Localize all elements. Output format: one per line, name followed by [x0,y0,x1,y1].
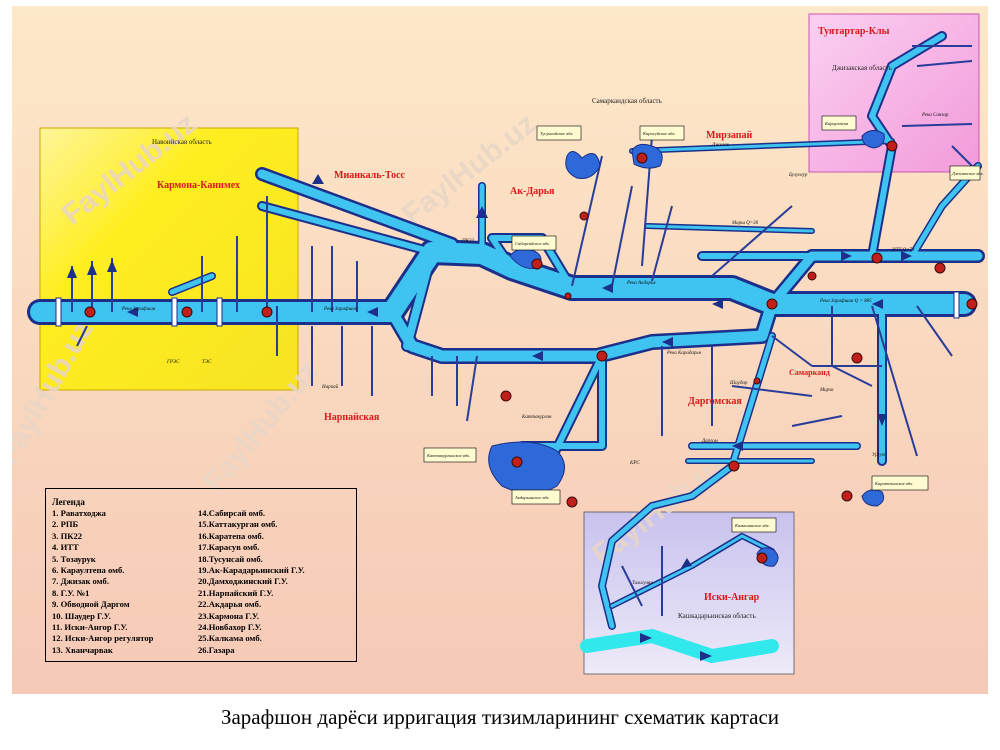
label-kattakurgan: Каттакурган [521,415,552,420]
legend-item: 11. Иски-Ангор Г.У. [52,621,128,632]
legend-item: 6. Караултепа омб. [52,564,125,575]
legend-title: Легенда [52,497,85,507]
legend-item: 21.Нарпайский Г.У. [198,587,274,598]
navoi-area [39,127,299,391]
legend-item: 2. РПБ [52,519,79,530]
label-dargom-canal: Даргом [701,439,718,444]
label-shaudar: Шаудар [729,381,748,386]
label-jizzakh-canal: Джизак [711,143,730,148]
label-reka-sanzar: Река Санзар [921,113,949,118]
reservoir-callouts: Тусунсайское вдх. Карасуйское вдх. Сабир… [423,115,984,533]
reservoirs [488,130,885,567]
label-mars: Марш Q=30 [731,221,759,226]
legend-item: 8. Г.У. №1 [52,587,90,598]
region-jizzakh-oblast: Джизакская область [832,64,892,72]
legend-column-right: 14.Сабирсай омб. 15.Каттакурган омб. 16.… [198,508,348,656]
label-urgut: Ургут [872,453,886,458]
callout-tusunsay: Тусунсайское вдх. [540,131,574,136]
legend-item: 25.Калкама омб. [198,633,262,644]
legend-item: 14.Сабирсай омб. [198,508,266,518]
legend-item: 15.Каттакурган омб. [198,519,278,530]
label-gres: ГРЭС [166,360,180,365]
label-tps: ТЭС [202,360,212,365]
legend-item: 23.Кармона Г.У. [198,610,259,621]
legend-item: 9. Обводной Даргом [52,599,130,610]
legend-box: Легенда 1. Раватходжа 2. РПБ 3. ПК22 4. … [45,488,357,662]
label-river-karadarya: Река Карадарья [666,351,702,356]
legend-item: 10. Шаудер Г.У. [52,610,111,621]
label-river-zarafshan-west: Река Зарафшан [121,307,156,312]
region-labels: Навоийская область Кармона-Канимех Мианк… [152,26,892,620]
dam-structures [55,291,960,327]
legend-item: 26.Газара [198,644,235,655]
legend-item: 7. Джизак омб. [52,576,109,587]
irrigation-scheme-map: FaylHub.uz FaylHub.uz FaylHub.uz FaylHub… [12,6,988,694]
callout-jizzakh: Джизакское вдх. [951,171,984,176]
region-samarkand-oblast: Самаркандская область [592,97,662,105]
callout-kamashi: Камашинское вдх. [734,523,770,528]
label-itt: ИТТ Q=73 [891,248,915,253]
region-dargom: Даргомская [688,396,742,407]
callout-karaultepa: Караултепа [824,121,849,126]
callout-karatepa: Каратепинское вдх. [874,481,913,486]
label-narpay-canal: Нарпай [321,384,339,390]
label-river-zarafshan-mid: Река Зарафшан [323,307,358,312]
legend-item: 5. Тозаурук [52,553,96,564]
legend-item: 3. ПК22 [52,530,83,541]
label-bulungur: Булунгур [788,173,808,178]
callout-sabirsay: Сабирсайское вдх. [515,241,550,246]
region-karmana: Кармона-Канимех [157,180,240,191]
region-navoi-oblast: Навоийская область [152,138,212,146]
callout-kattakurgan: Каттакурганское вдх. [426,453,470,458]
canal-labels: Река Зарафшан Река Зарафшан Река Акдарья… [121,113,949,586]
region-tuyatartar: Туятартар-Клы [818,26,890,37]
label-mirza: Мирза [819,388,834,393]
region-iskiangar: Иски-Ангар [704,592,760,603]
region-narpay: Нарпайская [324,412,380,423]
canal-network [27,31,985,663]
flow-arrows [67,174,912,661]
region-akdarya: Ак-Дарья [510,186,555,197]
region-miankal: Мианкаль-Тосс [334,170,406,181]
legend-item: 13. Хванчарвак [52,644,113,655]
region-kashkadarya-oblast: Кашкадарьинская область [678,612,756,620]
legend-item: 12. Иски-Ангор регулятор [52,633,154,644]
label-krs: КРС [629,461,640,466]
label-pk22: ПК22 [461,239,474,244]
legend-item: 17.Карасув омб. [198,542,260,553]
legend-item: 19.Ак-Карадарьинский Г.У. [198,564,305,575]
region-mirzapay: Мирзапай [706,130,753,141]
map-drawing: FaylHub.uz FaylHub.uz FaylHub.uz FaylHub… [12,6,988,694]
legend-item: 24.Новбахор Г.У. [198,621,262,632]
callout-akdarya: Акдарьинское вдх. [514,495,550,500]
legend-item: 20.Дамходжинский Г.У. [198,576,288,587]
callout-karasu: Карасуйское вдх. [642,131,676,136]
legend-column-left: 1. Раватходжа 2. РПБ 3. ПК22 4. ИТТ 5. Т… [52,508,202,656]
label-taligulyan: Талигулян [632,581,653,586]
legend-item: 4. ИТТ [52,542,79,553]
region-samarkand: Самарканд [789,368,830,377]
label-zarafshan-flow: Река Зарафшан Q = 885 [819,299,872,304]
legend-item: 1. Раватходжа [52,508,106,518]
legend-item: 16.Каратепа омб. [198,530,264,541]
structure-nodes [84,140,978,564]
legend-item: 22.Акдарья омб. [198,599,262,610]
figure-caption: Зарафшон дарёси ирригация тизимларининг … [220,705,780,729]
legend-item: 18.Тусунсай омб. [198,553,263,564]
label-river-akdarya: Река Акдарья [626,281,656,286]
